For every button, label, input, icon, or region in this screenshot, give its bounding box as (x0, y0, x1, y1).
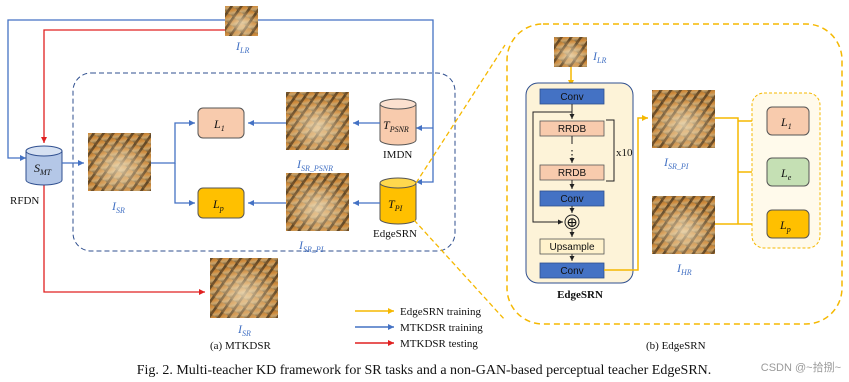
red-line-lr-to-student (41, 29, 225, 143)
blue-line-sr-to-lp (174, 163, 195, 206)
right-panel-caption: (b) EdgeSRN (646, 340, 706, 352)
teacher-pi-label: TPI (388, 197, 403, 213)
teacher-pi-cylinder (379, 177, 417, 225)
teacher-pi-name: EdgeSRN (373, 228, 417, 240)
legend-edgesrn-training: EdgeSRN training (400, 306, 481, 318)
teacher-psnr-label: TPSNR (383, 118, 409, 134)
edgesrn-loss-lp-label: Lp (779, 218, 791, 234)
sr-psnr-label: ISR_PSNR (296, 157, 333, 173)
edgesrn-input-label: ILR (592, 49, 606, 65)
yellow-dashed-connector-top (415, 44, 506, 184)
student-cylinder (25, 145, 63, 186)
sr-output-image (210, 258, 278, 318)
edgesrn-dashed-frame (506, 23, 843, 325)
left-panel-caption: (a) MTKDSR (210, 340, 271, 352)
yellow-line-conv-to-sr (604, 115, 648, 271)
edgesrn-network-name: EdgeSRN (557, 289, 603, 301)
add-node-symbol: ⊕ (566, 216, 578, 231)
conv-block-3-label: Conv (560, 266, 583, 277)
lr-image-top (225, 6, 258, 36)
edgesrn-sr-image (652, 90, 715, 148)
conv-block-2-label: Conv (560, 194, 583, 205)
edgesrn-loss-l1-box (766, 106, 810, 136)
edgesrn-sr-label: ISR_PI (663, 155, 689, 171)
sr-psnr-image (286, 92, 349, 150)
sr-image-mid (88, 133, 151, 191)
red-line-student-to-output (43, 183, 205, 295)
student-name: RFDN (10, 195, 39, 207)
legend-mtkdsr-training: MTKDSR training (400, 322, 483, 334)
sr-mid-label: ISR (111, 199, 125, 215)
repeat-label: x10 (616, 147, 633, 159)
edgesrn-loss-lp-box (766, 209, 810, 239)
edgesrn-loss-le-label: Le (780, 166, 792, 182)
sr-pi-label: ISR_PI (298, 238, 324, 254)
figure-caption: Fig. 2. Multi-teacher KD framework for S… (137, 363, 712, 378)
loss-l1-box (197, 107, 245, 139)
repeat-bracket (606, 119, 615, 182)
top-lr-label: ILR (235, 39, 249, 55)
rrdb-block-1-label: RRDB (558, 124, 587, 135)
loss-lp-box (197, 187, 245, 219)
skip-connection (532, 111, 572, 225)
legend: EdgeSRN training MTKDSR training MTKDSR … (355, 306, 483, 350)
conv-block-1-label: Conv (560, 92, 583, 103)
student-label: SMT (34, 161, 52, 177)
edgesrn-loss-le-box (766, 157, 810, 187)
rrdb-dots: ⋮ (567, 149, 578, 161)
blue-line-lr-to-teachers (258, 19, 434, 185)
rrdb-block-2-label: RRDB (558, 168, 587, 179)
loss-lp-label: Lp (212, 197, 224, 213)
edgesrn-loss-l1-label: L1 (780, 115, 792, 131)
sr-pi-image (286, 173, 349, 231)
upsample-block-label: Upsample (549, 242, 594, 253)
sr-bottom-label: ISR (237, 322, 251, 338)
mtkd-dashed-frame (72, 72, 456, 252)
loss-l1-label: L1 (213, 117, 225, 133)
edgesrn-hr-label: IHR (676, 261, 692, 277)
yellow-line-sr-to-losses (715, 117, 739, 224)
watermark: CSDN @~拾捌~ (761, 360, 841, 374)
blue-line-sr-to-l1 (151, 120, 195, 164)
edgesrn-hr-image (652, 196, 715, 254)
blue-line-lr-to-student (7, 19, 225, 161)
edgesrn-input-image (554, 37, 587, 67)
legend-mtkdsr-testing: MTKDSR testing (400, 338, 478, 350)
yellow-dashed-connector-bottom (413, 219, 506, 321)
teacher-psnr-name: IMDN (383, 149, 412, 161)
teacher-psnr-cylinder (379, 98, 417, 146)
